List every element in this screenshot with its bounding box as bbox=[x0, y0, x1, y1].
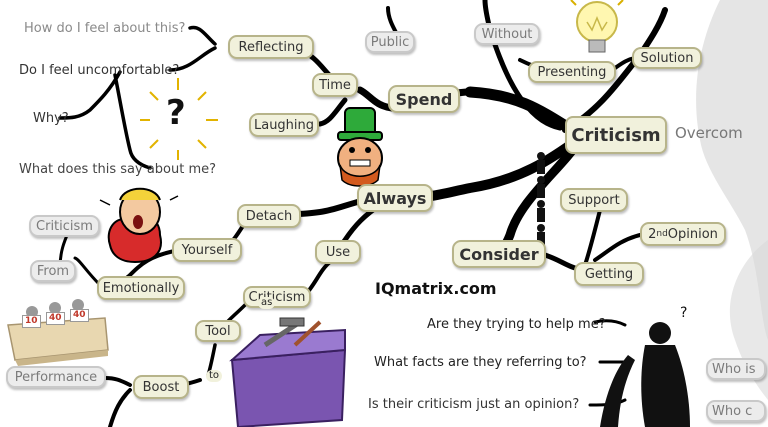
thinker-question-marks: ? bbox=[680, 305, 688, 321]
node-who-is: Who is bbox=[706, 358, 766, 380]
branch-laughing bbox=[317, 97, 348, 127]
node-laughing: Laughing bbox=[249, 113, 319, 137]
toolbox-icon bbox=[229, 317, 347, 427]
question-just-an-opinion: Is their criticism just an opinion? bbox=[368, 397, 580, 412]
node-getting: Getting bbox=[574, 262, 644, 286]
center-criticism: Criticism bbox=[565, 116, 667, 154]
node-yourself: Yourself bbox=[172, 238, 242, 262]
question-why: Why? bbox=[33, 111, 69, 126]
second-opinion-number: 2 bbox=[648, 226, 657, 242]
node-as: as bbox=[258, 297, 276, 309]
node-to: to bbox=[206, 370, 223, 382]
screaming-person-icon bbox=[99, 187, 179, 264]
question-burst-icon bbox=[140, 78, 218, 160]
node-time: Time bbox=[312, 73, 358, 97]
node-tool: Tool bbox=[195, 320, 241, 342]
node-reflecting: Reflecting bbox=[228, 35, 314, 59]
branch-boost-down bbox=[108, 388, 132, 427]
node-consider: Consider bbox=[452, 240, 546, 268]
question-uncomfortable: Do I feel uncomfortable? bbox=[19, 63, 180, 78]
node-solution: Solution bbox=[632, 47, 702, 69]
question-how-do-i-feel: How do I feel about this? bbox=[24, 21, 186, 36]
thinker-icon bbox=[600, 322, 690, 427]
node-detach: Detach bbox=[237, 204, 301, 228]
branch-from bbox=[73, 256, 102, 287]
branch-detach bbox=[287, 197, 368, 217]
node-boost: Boost bbox=[133, 375, 189, 399]
node-criticism-small: Criticism bbox=[29, 215, 100, 237]
branch-q3 bbox=[58, 70, 122, 120]
judges-table-icon bbox=[7, 299, 109, 366]
node-public: Public bbox=[365, 31, 415, 53]
score-card-1: 10 bbox=[22, 315, 41, 328]
edge-shadow bbox=[696, 0, 768, 340]
second-opinion-text: Opinion bbox=[667, 226, 718, 242]
question-what-does-this-say: What does this say about me? bbox=[19, 162, 217, 177]
watermark-iqmatrix: IQmatrix.com bbox=[375, 279, 497, 298]
leprechaun-icon bbox=[337, 107, 383, 187]
question-mark-glyph: ? bbox=[166, 93, 186, 133]
node-spend: Spend bbox=[388, 85, 460, 113]
branch-q5 bbox=[593, 319, 627, 327]
node-performance: Performance bbox=[6, 366, 106, 388]
node-presenting: Presenting bbox=[528, 61, 616, 83]
branch-q4 bbox=[113, 73, 152, 170]
node-always: Always bbox=[357, 184, 433, 212]
branch-second-opinion bbox=[593, 233, 642, 262]
second-opinion-suffix: nd bbox=[656, 229, 668, 239]
question-trying-to-help: Are they trying to help me? bbox=[427, 317, 606, 332]
node-criticism-use: Criticism bbox=[243, 286, 311, 308]
score-card-2: 40 bbox=[46, 312, 65, 325]
lightbulb-icon bbox=[570, 0, 624, 53]
node-from: From bbox=[30, 260, 76, 282]
branch-performance bbox=[103, 376, 132, 387]
node-without: Without bbox=[474, 23, 540, 45]
branch-q2 bbox=[168, 46, 217, 72]
question-what-facts: What facts are they referring to? bbox=[374, 355, 587, 370]
node-who-c: Who c bbox=[706, 400, 766, 422]
node-use: Use bbox=[315, 240, 361, 264]
node-support: Support bbox=[560, 188, 628, 212]
branch-getting bbox=[542, 252, 578, 271]
node-emotionally: Emotionally bbox=[97, 276, 185, 300]
score-card-3: 40 bbox=[70, 309, 89, 322]
stacked-people-icon bbox=[537, 152, 545, 246]
node-overcome: Overcom bbox=[675, 124, 743, 142]
branch-q1 bbox=[188, 25, 217, 46]
